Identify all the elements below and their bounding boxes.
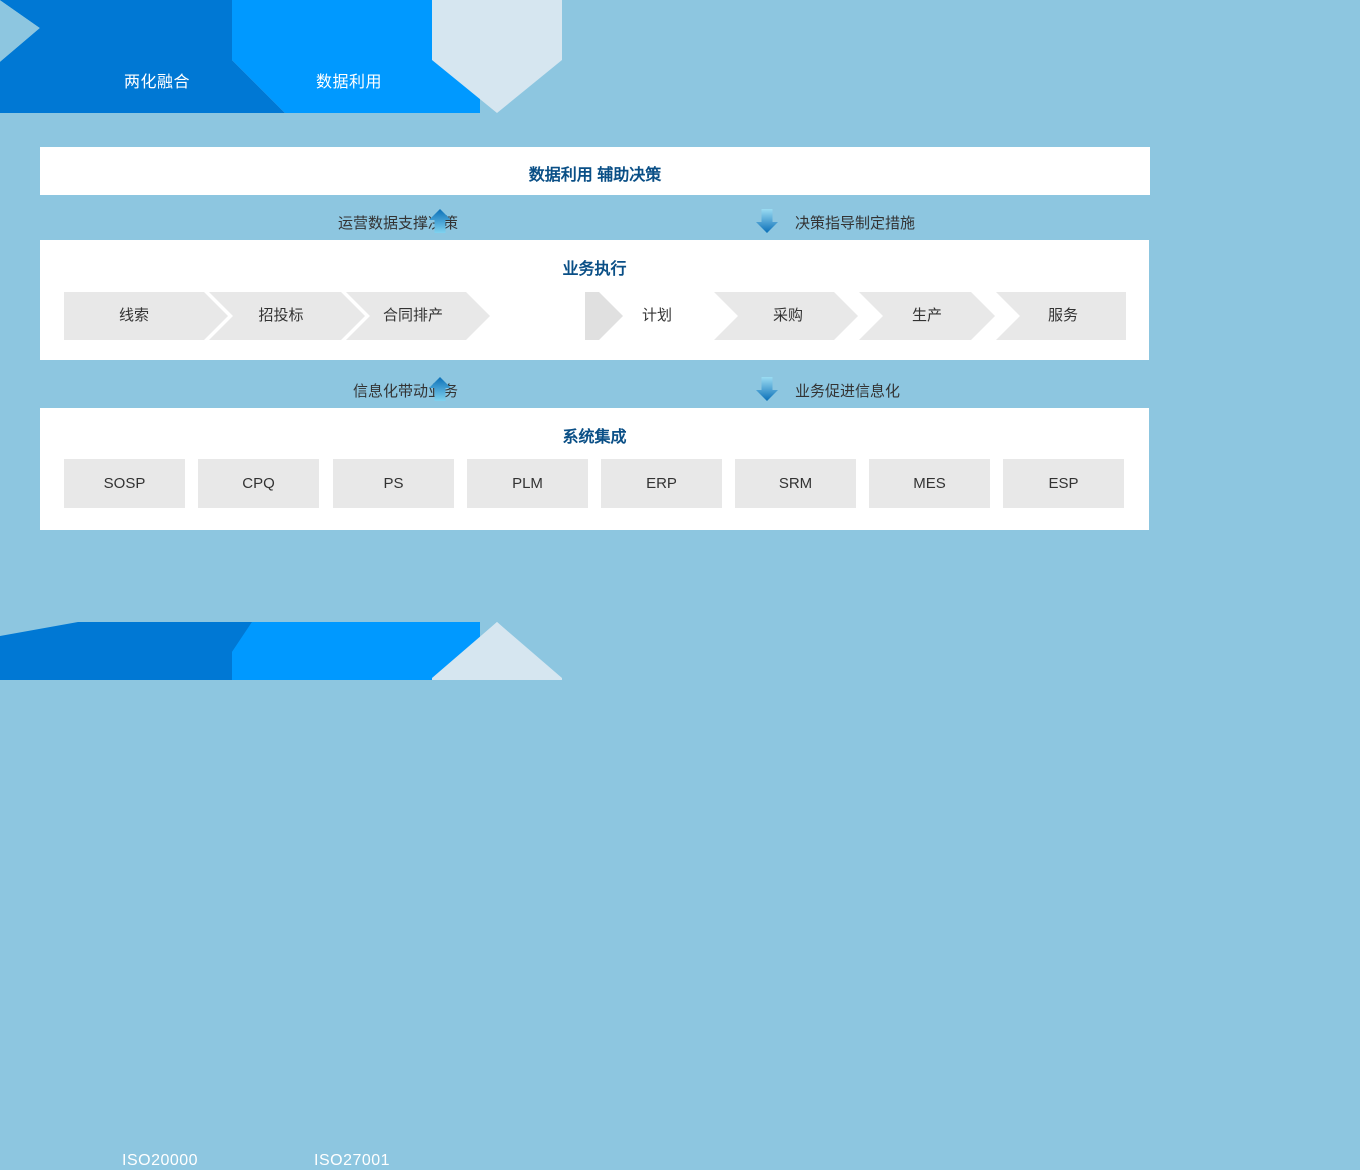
top-banner: 两化融合 数据利用 — [0, 0, 1360, 115]
flow-group-left: 线索 招投标 合同排产 — [64, 292, 490, 340]
bottom-banner-shape-bright-2 — [232, 622, 480, 680]
bottom-banner-shape-dark — [0, 622, 252, 680]
system-box-esp[interactable]: ESP — [1003, 459, 1124, 508]
chevron-arrow-plan — [585, 292, 623, 340]
panel-title-systems: 系统集成 — [562, 429, 627, 446]
panel-title-decision: 数据利用 辅助决策 — [528, 167, 662, 184]
chevron-step-6 — [996, 292, 1126, 340]
system-box-cpq[interactable]: CPQ — [198, 459, 319, 508]
system-box-mes[interactable]: MES — [869, 459, 990, 508]
chevron-step-3 — [346, 292, 490, 340]
arrow-up-icon — [425, 374, 455, 404]
chevron-step-2 — [209, 292, 365, 340]
panel-data-decision: 数据利用 辅助决策 — [40, 147, 1150, 195]
top-banner-shape-bright — [232, 0, 480, 113]
system-box-sosp[interactable]: SOSP — [64, 459, 185, 508]
system-box-ps[interactable]: PS — [333, 459, 454, 508]
flow-step-label-4: 采购 — [772, 307, 803, 324]
arrow-down-icon — [752, 206, 782, 236]
arrow-up-icon — [425, 206, 455, 236]
panel-title-business: 业务执行 — [562, 261, 627, 278]
chevron-step-1 — [64, 292, 228, 340]
flow-step-label-5: 生产 — [911, 307, 942, 324]
flow-step-label-1: 线索 — [118, 307, 149, 324]
flow-step-label-2: 招投标 — [258, 307, 304, 324]
bottom-banner-label-2: ISO27001 — [314, 1152, 391, 1169]
arrow-down-icon — [752, 374, 782, 404]
flow-step-label-3: 合同排产 — [382, 307, 443, 324]
flow-step-label-plan: 计划 — [642, 307, 673, 324]
chevron-step-4 — [714, 292, 858, 340]
arrow-row-1-right-text: 决策指导制定措施 — [795, 215, 916, 232]
system-box-erp[interactable]: ERP — [601, 459, 722, 508]
system-box-srm[interactable]: SRM — [735, 459, 856, 508]
bottom-banner-label-1: ISO20000 — [122, 1152, 199, 1169]
arrow-row-2-right-text: 业务促进信息化 — [795, 383, 901, 400]
top-banner-shape-dark-main — [0, 0, 232, 113]
arrow-row-decision: 运营数据支撑决策 — [0, 203, 1360, 239]
top-banner-shape-pale — [432, 0, 562, 113]
system-box-plm[interactable]: PLM — [467, 459, 588, 508]
flow-chevron-standalone — [585, 292, 623, 340]
bottom-banner: ISO20000 ISO27001 — [0, 560, 1360, 1169]
bottom-banner-shape-pale-body — [432, 622, 562, 680]
chevron-step-5 — [859, 292, 995, 340]
arrow-row-1-left-text: 运营数据支撑决策 — [337, 215, 458, 232]
flow-group-right: 采购 生产 服务 — [714, 292, 1126, 340]
arrow-row-systems: 信息化带动业务 — [0, 371, 1360, 407]
flow-step-label-6: 服务 — [1047, 307, 1078, 324]
